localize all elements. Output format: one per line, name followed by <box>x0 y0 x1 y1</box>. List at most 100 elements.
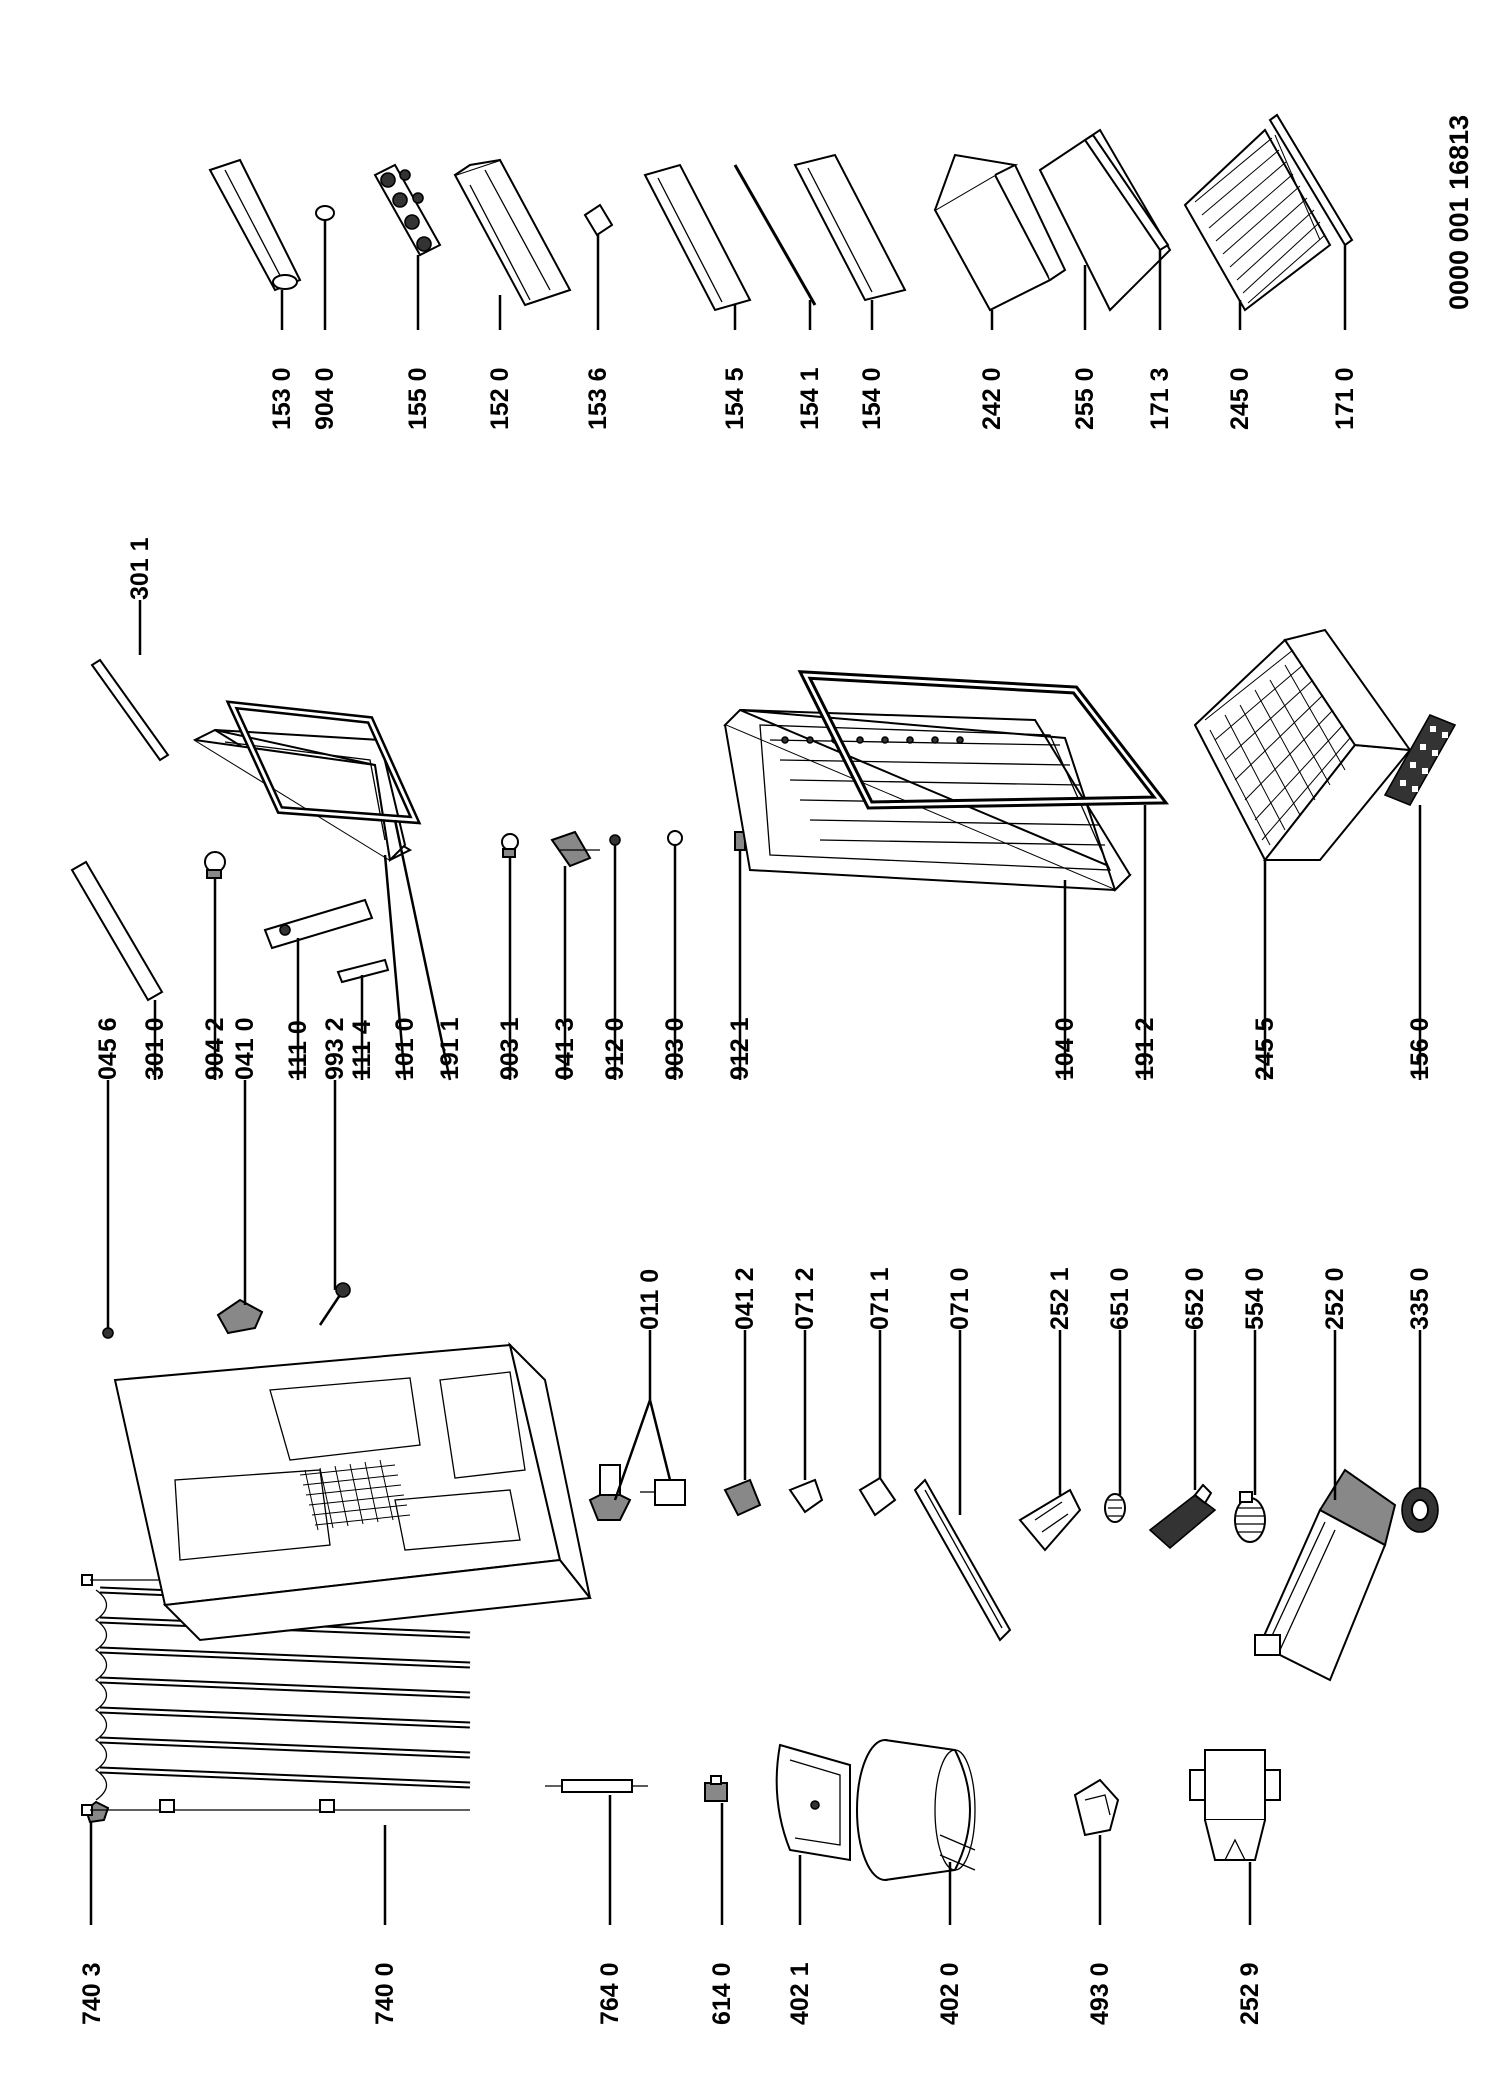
part-label-245-0: 245 0 <box>1226 367 1254 430</box>
part-171-3: 171 3 <box>1083 133 1174 430</box>
part-301-0: 301 0 <box>70 860 169 1080</box>
part-402-1: 402 1 <box>775 1743 851 2025</box>
part-252-9: 252 9 <box>1189 1749 1281 2025</box>
part-154-5: 154 5 <box>643 163 752 430</box>
part-label-912-0: 912 0 <box>601 1017 629 1080</box>
part-label-245-5: 245 5 <box>1251 1017 1279 1080</box>
part-904-2: 904 2 <box>201 851 229 1080</box>
part-171-0: 171 0 <box>1268 113 1359 430</box>
part-301-1: 301 1 <box>90 537 170 762</box>
part-label-493-0: 493 0 <box>1086 1962 1114 2025</box>
part-740-0-condenser: 740 0 <box>81 1571 471 2025</box>
part-554-0: 554 0 <box>1234 1267 1269 1543</box>
part-label-912-1: 912 1 <box>726 1017 754 1080</box>
part-335-0: 335 0 <box>1401 1267 1439 1533</box>
part-912-1: 912 1 <box>726 831 754 1080</box>
part-label-153-6: 153 6 <box>584 367 612 430</box>
part-label-071-1: 071 1 <box>866 1267 894 1330</box>
part-label-252-1: 252 1 <box>1046 1267 1074 1330</box>
part-071-1: 071 1 <box>858 1267 897 1517</box>
part-041-2: 041 2 <box>723 1267 762 1517</box>
part-label-740-3: 740 3 <box>78 1962 106 2025</box>
part-label-764-0: 764 0 <box>596 1962 624 2025</box>
part-153-0: 153 0 <box>208 158 302 430</box>
part-label-104-0: 104 0 <box>1051 1017 1079 1080</box>
part-903-0: 903 0 <box>661 830 689 1080</box>
part-045-6: 045 6 <box>94 1017 122 1339</box>
part-label-252-9: 252 9 <box>1236 1962 1264 2025</box>
part-label-903-1: 903 1 <box>496 1017 524 1080</box>
document-id: 0000 001 16813 <box>1444 115 1474 310</box>
part-label-554-0: 554 0 <box>1241 1267 1269 1330</box>
part-label-402-0: 402 0 <box>936 1962 964 2025</box>
part-label-255-0: 255 0 <box>1071 367 1099 430</box>
part-label-041-3: 041 3 <box>551 1017 579 1080</box>
part-101-0-freezer-door: 101 0 <box>192 728 419 1081</box>
part-153-6: 153 6 <box>583 203 614 430</box>
part-252-1: 252 1 <box>1018 1267 1082 1552</box>
part-993-2: 993 2 <box>318 1017 351 1326</box>
part-label-011-0: 011 0 <box>636 1269 664 1330</box>
part-245-5-basket: 245 5 <box>1193 628 1413 1080</box>
part-111-4: 111 4 <box>336 958 390 1080</box>
part-label-152-0: 152 0 <box>486 367 514 430</box>
part-label-242-0: 242 0 <box>978 367 1006 430</box>
part-label-171-3: 171 3 <box>1146 367 1174 430</box>
part-104-0-main-door: 104 0 <box>723 708 1132 1080</box>
part-903-1: 903 1 <box>496 833 524 1080</box>
part-label-041-0: 041 0 <box>231 1017 259 1080</box>
part-252-0: 252 0 <box>1254 1267 1397 1682</box>
part-904-0: 904 0 <box>311 205 339 430</box>
part-label-071-2: 071 2 <box>791 1267 819 1330</box>
part-255-0: 255 0 <box>1038 128 1172 430</box>
part-154-1: 154 1 <box>733 164 824 430</box>
part-245-0-wire-shelf: 245 0 <box>1183 128 1332 430</box>
part-154-0: 154 0 <box>793 153 907 430</box>
part-071-2: 071 2 <box>788 1267 824 1514</box>
part-764-0: 764 0 <box>545 1779 648 2025</box>
part-label-071-0: 071 0 <box>946 1267 974 1330</box>
part-label-301-1: 301 1 <box>126 537 154 600</box>
part-402-0-compressor: 402 0 <box>856 1739 976 2025</box>
part-071-0: 071 0 <box>913 1267 1012 1642</box>
part-652-0: 652 0 <box>1148 1267 1217 1550</box>
part-label-154-0: 154 0 <box>858 367 886 430</box>
part-label-171-0: 171 0 <box>1331 367 1359 430</box>
part-191-1-gasket: 191 1 <box>225 700 464 1081</box>
part-label-903-0: 903 0 <box>661 1017 689 1080</box>
part-label-191-1: 191 1 <box>436 1017 464 1080</box>
part-label-252-0: 252 0 <box>1321 1267 1349 1330</box>
part-156-0-ice-tray: 156 0 <box>1383 713 1457 1080</box>
part-label-111-0: 111 0 <box>284 1020 312 1080</box>
part-label-614-0: 614 0 <box>708 1962 736 2025</box>
part-155-0-egg-tray: 155 0 <box>373 163 442 430</box>
part-label-041-2: 041 2 <box>731 1267 759 1330</box>
part-242-0-crisper: 242 0 <box>933 153 1067 430</box>
part-label-335-0: 335 0 <box>1406 1267 1434 1330</box>
part-912-0: 912 0 <box>601 834 629 1080</box>
part-651-0: 651 0 <box>1104 1267 1134 1523</box>
part-041-0: 041 0 <box>216 1017 264 1335</box>
part-label-111-4: 111 4 <box>348 1020 376 1080</box>
part-041-3: 041 3 <box>550 830 600 1080</box>
part-493-0: 493 0 <box>1073 1778 1120 2025</box>
part-label-155-0: 155 0 <box>404 367 432 430</box>
part-label-651-0: 651 0 <box>1106 1267 1134 1330</box>
part-740-3: 740 3 <box>78 1800 110 2025</box>
part-191-2-gasket: 191 2 <box>797 670 1170 1080</box>
part-label-154-5: 154 5 <box>721 367 749 430</box>
cabinet <box>113 1341 592 1642</box>
part-label-904-0: 904 0 <box>311 367 339 430</box>
part-label-154-1: 154 1 <box>796 367 824 430</box>
part-label-156-0: 156 0 <box>1406 1017 1434 1080</box>
part-label-191-2: 191 2 <box>1131 1017 1159 1080</box>
part-152-0-balcony: 152 0 <box>453 158 572 430</box>
part-label-153-0: 153 0 <box>268 367 296 430</box>
part-label-993-2: 993 2 <box>321 1017 349 1080</box>
part-label-904-2: 904 2 <box>201 1017 229 1080</box>
part-label-301-0: 301 0 <box>141 1017 169 1080</box>
part-label-402-1: 402 1 <box>786 1962 814 2025</box>
part-111-0: 111 0 <box>263 898 374 1080</box>
part-614-0: 614 0 <box>704 1775 736 2025</box>
